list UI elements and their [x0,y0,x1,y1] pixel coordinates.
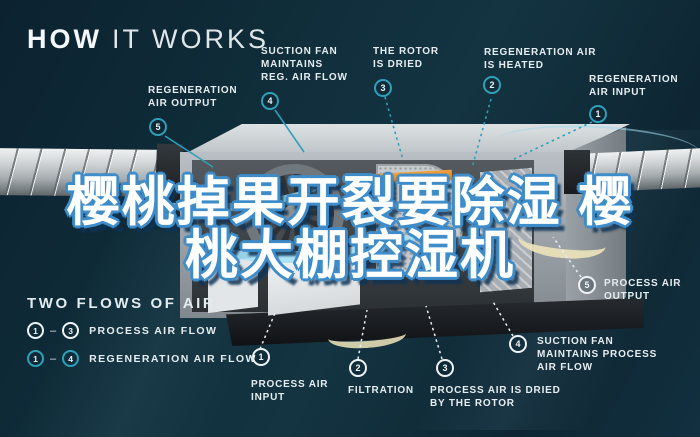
overlay-headline-line1: 樱桃掉果开裂要除湿 樱 [66,173,634,232]
callout-number-regen-5: 5 [149,118,167,136]
right-duct-connector [564,150,590,194]
title-light: IT WORKS [111,24,269,54]
callout-filtration: FILTRATION [348,385,414,396]
leader-line [259,312,276,350]
legend-circle-end: 4 [62,350,80,367]
callout-rotor-is-dried: THE ROTOR IS DRIED [373,46,439,71]
overlay-headline-line2: 桃大棚控湿机 [185,226,515,285]
legend-heading: TWO FLOWS OF AIR [27,295,217,312]
overlay-headline: 樱桃掉果开裂要除湿 樱 桃大棚控湿机 [0,176,700,282]
callout-number-process-3: 3 [436,359,454,377]
legend-dash: – [50,324,57,337]
fan-hub [284,204,304,224]
callout-number-process-1: 1 [252,348,270,366]
callout-number-regen-4: 4 [261,92,279,110]
callout-process-air-dried: PROCESS AIR IS DRIED BY THE ROTOR [430,385,561,410]
callout-process-air-input: PROCESS AIR INPUT [251,379,329,404]
legend-row-process: 1 – 3 PROCESS AIR FLOW [27,322,257,339]
leader-line [491,299,514,337]
legend-circle-start: 1 [27,322,44,339]
leader-line [164,135,214,168]
callout-number-regen-3: 3 [374,79,392,97]
legend-row-regeneration: 1 – 4 REGENERATION AIR FLOW [27,350,257,367]
callout-regeneration-air-output: REGENERATION AIR OUTPUT [148,85,238,110]
callout-process-air-output: PROCESS AIR OUTPUT [604,278,682,303]
callout-suction-fan-process: SUCTION FAN MAINTAINS PROCESS AIR FLOW [537,336,658,374]
leader-line [425,305,443,360]
leader-line [357,309,368,360]
title-bold: HOW [27,24,102,54]
legend-circle-end: 3 [62,322,80,339]
leader-line [274,109,305,153]
legend-dash: – [50,352,57,365]
callout-regeneration-air-input: REGENERATION AIR INPUT [589,74,679,99]
machine-top-face [186,124,630,153]
leader-line [384,96,404,161]
callout-number-process-4: 4 [509,335,527,353]
legend-circle-start: 1 [27,350,44,367]
legend-label-process: PROCESS AIR FLOW [89,324,218,337]
callout-number-process-5: 5 [578,276,596,294]
callout-number-regen-1: 1 [589,105,607,123]
callout-number-regen-2: 2 [483,76,501,94]
leader-line [511,121,593,161]
callout-regeneration-air-heated: REGENERATION AIR IS HEATED [484,47,597,72]
callout-suction-fan-reg: SUCTION FAN MAINTAINS REG. AIR FLOW [261,46,348,84]
leader-line [552,236,582,278]
callout-number-process-2: 2 [349,359,367,377]
leader-line [471,98,492,169]
legend: TWO FLOWS OF AIR 1 – 3 PROCESS AIR FLOW … [27,295,257,378]
legend-label-regeneration: REGENERATION AIR FLOW [89,352,257,365]
page-title: HOW IT WORKS [27,24,269,55]
